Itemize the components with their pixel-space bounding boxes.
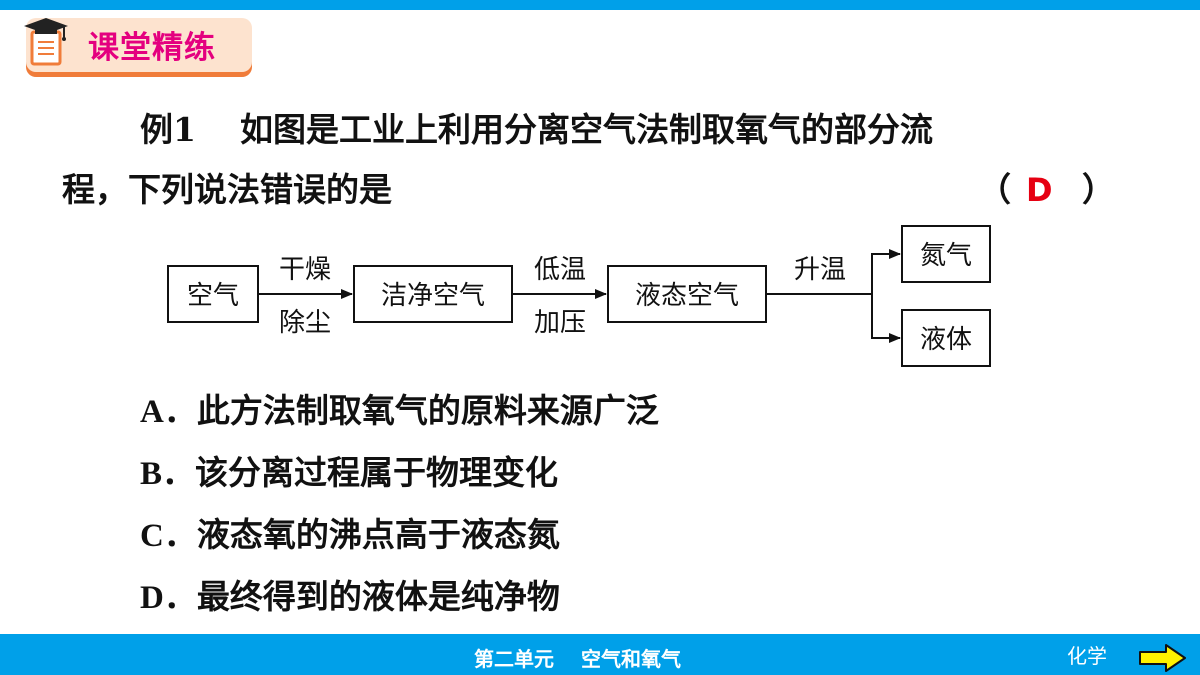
top-bar [0, 0, 1200, 10]
answer-paren-open: （ [978, 170, 1011, 209]
process-flow-diagram: 空气 洁净空气 液态空气 氮气 液体 干燥 除尘 低温 加压 升温 [167, 225, 991, 367]
node-clean-air: 洁净空气 [381, 281, 485, 311]
edge-label-heat: 升温 [794, 255, 846, 285]
graduation-cap-notebook-icon [24, 18, 68, 66]
node-liquid-air: 液态空气 [635, 281, 739, 311]
option-a[interactable]: A．此方法制取氧气的原料来源广泛 [140, 380, 659, 442]
answer-paren-close: ） [1082, 170, 1115, 209]
node-nitrogen: 氮气 [920, 241, 972, 271]
node-liquid: 液体 [920, 325, 972, 355]
node-liquid-box [901, 309, 991, 367]
option-b[interactable]: B．该分离过程属于物理变化 [140, 442, 659, 504]
footer-bar [0, 634, 1200, 675]
option-d[interactable]: D．最终得到的液体是纯净物 [140, 566, 659, 628]
answer-options: A．此方法制取氧气的原料来源广泛 B．该分离过程属于物理变化 C．液态氧的沸点高… [140, 380, 659, 628]
question-number: 例1 [140, 110, 196, 149]
edge-label-pressurize: 加压 [534, 308, 586, 338]
option-text: 该分离过程属于物理变化 [195, 453, 559, 492]
edge-label-dry: 干燥 [279, 255, 331, 285]
edge-label-dust-removal: 除尘 [279, 308, 331, 338]
section-title: 课堂精练 [88, 30, 216, 66]
option-letter: B． [140, 456, 196, 492]
question-text: 例1 如图是工业上利用分离空气法制取氧气的部分流 程，下列说法错误的是 [62, 100, 1142, 220]
answer-bracket: （ D ） [978, 160, 1115, 220]
edge-label-low-temp: 低温 [534, 255, 586, 285]
option-letter: A． [140, 394, 197, 430]
question-line-2: 程，下列说法错误的是 [62, 170, 392, 209]
option-text: 液态氧的沸点高于液态氮 [196, 515, 560, 554]
subject-label: 化学 [1067, 644, 1107, 668]
unit-title: 第二单元 空气和氧气 [474, 647, 681, 671]
answer-value[interactable]: D [1026, 171, 1053, 209]
option-letter: C． [140, 518, 197, 554]
option-text: 最终得到的液体是纯净物 [196, 577, 560, 616]
option-text: 此方法制取氧气的原料来源广泛 [196, 391, 659, 430]
node-air: 空气 [187, 281, 239, 311]
option-letter: D． [140, 580, 197, 616]
next-arrow-icon[interactable] [1138, 643, 1188, 673]
node-nitrogen-box [901, 225, 991, 283]
question-line-1: 如图是工业上利用分离空气法制取氧气的部分流 [239, 110, 933, 149]
option-c[interactable]: C．液态氧的沸点高于液态氮 [140, 504, 659, 566]
